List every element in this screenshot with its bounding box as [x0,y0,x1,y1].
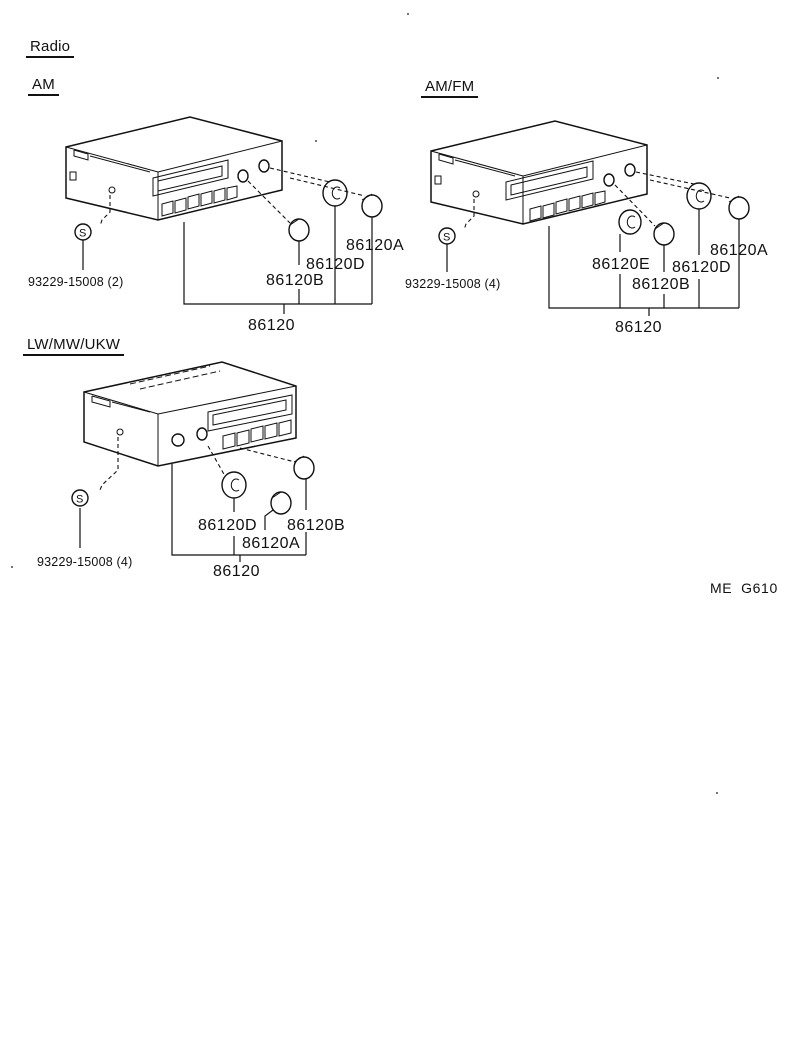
amfm-knob-86120d [686,182,712,210]
am-knob-86120a [361,193,383,218]
amfm-part-86120a: 86120A [710,242,768,259]
am-assembly-86120: 86120 [248,317,295,334]
am-leader-lines [82,167,373,314]
amfm-part-86120e: 86120E [592,256,650,273]
am-radio-unit [65,116,283,221]
lwmwukw-leader-lines [79,437,307,562]
am-knob-86120b [288,218,310,242]
lwmwukw-screw-part: 93229-15008 (4) [37,555,132,569]
amfm-leader-lines [446,171,740,316]
lwmwukw-part-86120d: 86120D [198,517,257,534]
svg-text:S: S [443,232,450,244]
am-part-86120b: 86120B [266,272,324,289]
amfm-knob-86120e [618,209,642,235]
lwmwukw-screw-symbol: S [71,489,89,507]
lwmwukw-assembly-86120: 86120 [213,563,260,580]
scan-specks [11,13,719,794]
amfm-part-86120b: 86120B [632,276,690,293]
section-heading-amfm: AM/FM [421,78,479,98]
am-screw-part: 93229-15008 (2) [28,275,123,289]
amfm-knob-86120a [728,195,750,220]
lwmwukw-knob-86120b [293,455,315,480]
amfm-radio-unit [430,120,648,225]
lwmwukw-part-86120a: 86120A [242,535,300,552]
lwmwukw-part-86120b: 86120B [287,517,345,534]
drawing-code: ME G610 [710,580,778,596]
am-part-86120d: 86120D [306,256,365,273]
section-heading-am: AM [28,76,59,96]
section-heading-lwmwukw: LW/MW/UKW [23,336,125,356]
lwmwukw-radio-unit [83,361,297,467]
page-title: Radio [26,38,75,58]
amfm-screw-part: 93229-15008 (4) [405,277,500,291]
svg-text:S: S [76,494,83,506]
am-screw-symbol: S [74,223,92,241]
lwmwukw-knob-86120a [270,491,292,515]
amfm-assembly-86120: 86120 [615,319,662,336]
am-knob-86120d [322,179,348,207]
amfm-screw-symbol: S [438,227,456,245]
lwmwukw-knob-86120d [221,471,247,499]
amfm-knob-86120b [653,222,675,246]
svg-text:S: S [79,228,86,240]
am-part-86120a: 86120A [346,237,404,254]
amfm-part-86120d: 86120D [672,259,731,276]
